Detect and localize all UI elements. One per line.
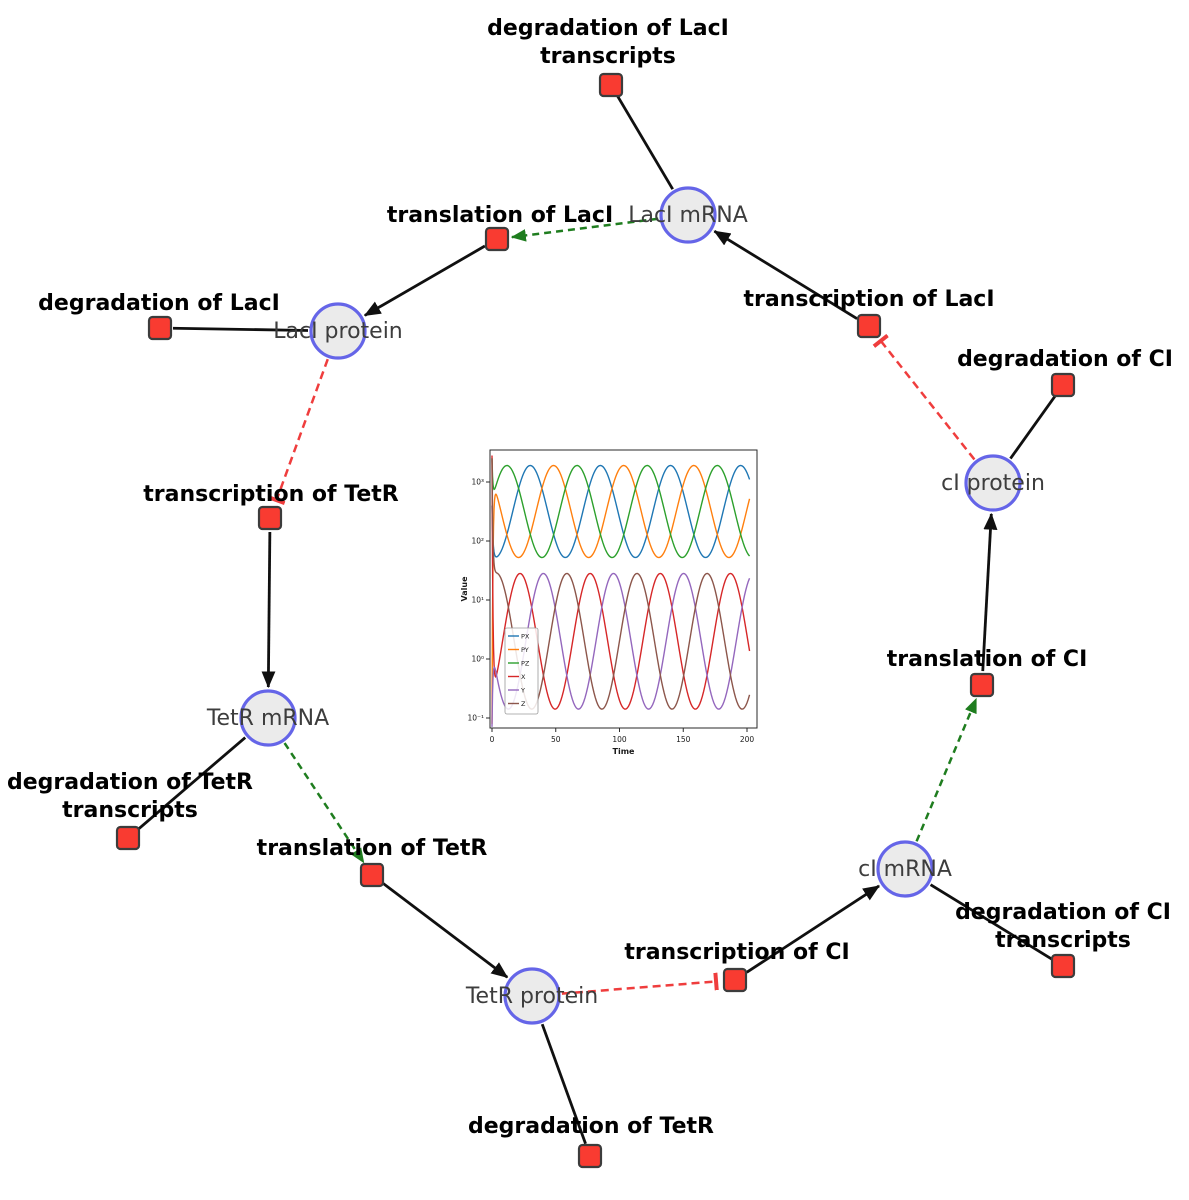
- y-tick-label: 10³: [471, 478, 484, 487]
- edge-ci-mrna-deg-ci-transcripts-consumption: [929, 883, 1053, 961]
- series-PY: [491, 464, 751, 724]
- reaction-node-deg-tetr-transcripts[interactable]: [115, 825, 141, 851]
- reaction-node-translation-ci[interactable]: [969, 672, 995, 698]
- legend: PX PY PZ XYZ: [504, 627, 539, 715]
- reaction-node-deg-ci-transcripts[interactable]: [1050, 953, 1076, 979]
- reaction-label-deg-tetr-transcripts: degradation of TetR: [7, 770, 253, 795]
- legend-label-PX: PX: [521, 633, 530, 641]
- reaction-label-deg-ci: degradation of CI: [957, 347, 1173, 372]
- reaction-node-deg-tetr[interactable]: [577, 1143, 603, 1169]
- reaction-label-translation-tetr: translation of TetR: [257, 836, 488, 861]
- species-label-laci-mrna: LacI mRNA: [628, 203, 748, 228]
- edge-transcription-tetr-tetr-mrna-production: [261, 531, 276, 689]
- legend-label-PY: PY: [521, 646, 529, 654]
- x-tick-label: 50: [551, 735, 561, 744]
- legend-label-Y: Y: [520, 687, 525, 695]
- reaction-label-translation-ci: translation of CI: [887, 647, 1088, 672]
- species-node-tetr-mrna[interactable]: [239, 689, 297, 747]
- reaction-label-deg-laci-transcripts: degradation of LacI: [487, 16, 729, 41]
- species-node-laci-mrna[interactable]: [659, 186, 717, 244]
- reaction-node-transcription-ci[interactable]: [722, 967, 748, 993]
- reaction-label-transcription-laci: transcription of LacI: [743, 287, 994, 312]
- reaction-label-deg-ci-transcripts: transcripts: [995, 928, 1131, 953]
- series-PX: [491, 464, 751, 559]
- edge-laci-protein-deg-laci-consumption: [172, 326, 309, 332]
- reaction-label-deg-laci: degradation of LacI: [38, 291, 280, 316]
- edges-layer: [136, 95, 1057, 1145]
- edge-translation-ci-ci-protein-production: [981, 512, 998, 672]
- series-X: [491, 455, 751, 710]
- edge-transcription-laci-laci-mrna-production: [713, 230, 858, 320]
- species-node-laci-protein[interactable]: [309, 302, 367, 360]
- x-axis-label: Time: [613, 747, 636, 756]
- nodes-layer: [115, 72, 1076, 1169]
- edge-laci-protein-transcription-tetr-inhibition: [267, 358, 329, 506]
- edge-tetr-protein-deg-tetr-consumption: [540, 1023, 587, 1145]
- edge-translation-laci-laci-protein-production: [363, 244, 486, 317]
- species-label-tetr-mrna: TetR mRNA: [206, 706, 329, 731]
- y-axis-label: Value: [460, 576, 469, 602]
- y-tick-label: 10⁻¹: [467, 714, 484, 723]
- species-node-tetr-protein[interactable]: [503, 967, 561, 1025]
- reaction-label-deg-tetr-transcripts: transcripts: [62, 798, 198, 823]
- y-tick-label: 10¹: [471, 596, 484, 605]
- reaction-node-deg-ci[interactable]: [1050, 372, 1076, 398]
- reaction-label-deg-laci-transcripts: transcripts: [540, 44, 676, 69]
- species-label-tetr-protein: TetR protein: [465, 984, 598, 1009]
- species-label-laci-protein: LacI protein: [273, 319, 403, 344]
- edge-laci-mrna-translation-laci-catalysis: [510, 217, 659, 242]
- reaction-label-transcription-ci: transcription of CI: [624, 940, 849, 965]
- edge-transcription-ci-ci-mrna-production: [745, 884, 880, 974]
- reaction-node-translation-laci[interactable]: [484, 226, 510, 252]
- edge-laci-mrna-deg-laci-transcripts-consumption: [616, 95, 674, 190]
- reaction-node-translation-tetr[interactable]: [359, 862, 385, 888]
- reaction-node-deg-laci[interactable]: [147, 315, 173, 341]
- y-tick-label: 10²: [471, 537, 484, 546]
- edge-tetr-mrna-deg-tetr-transcripts-consumption: [136, 736, 247, 831]
- reaction-label-translation-laci: translation of LacI: [387, 203, 613, 228]
- edge-translation-tetr-tetr-protein-production: [382, 882, 509, 979]
- series-PZ: [491, 458, 751, 559]
- species-label-ci-mrna: cI mRNA: [858, 857, 952, 882]
- reaction-node-deg-laci-transcripts[interactable]: [598, 72, 624, 98]
- reaction-label-transcription-tetr: transcription of TetR: [143, 482, 399, 507]
- x-tick-label: 200: [740, 735, 755, 744]
- species-node-ci-mrna[interactable]: [876, 840, 934, 898]
- legend-label-Z: Z: [521, 700, 526, 708]
- species-node-ci-protein[interactable]: [964, 454, 1022, 512]
- labels-layer: degradation of LacI transcripts translatio…: [7, 16, 1173, 1139]
- x-tick-label: 150: [676, 735, 691, 744]
- legend-label-X: X: [521, 673, 526, 681]
- reaction-label-deg-ci-transcripts: degradation of CI: [955, 900, 1171, 925]
- edge-ci-protein-deg-ci-consumption: [1009, 394, 1057, 460]
- x-tick-label: 100: [612, 735, 627, 744]
- reaction-label-deg-tetr: degradation of TetR: [468, 1114, 714, 1139]
- x-tick-label: 0: [490, 735, 495, 744]
- reaction-node-transcription-tetr[interactable]: [257, 505, 283, 531]
- y-tick-label: 10⁰: [471, 655, 484, 664]
- legend-label-PZ: PZ: [521, 660, 530, 668]
- edge-ci-mrna-translation-ci-catalysis: [915, 697, 978, 842]
- species-label-ci-protein: cI protein: [941, 471, 1045, 496]
- reaction-node-transcription-laci[interactable]: [856, 313, 882, 339]
